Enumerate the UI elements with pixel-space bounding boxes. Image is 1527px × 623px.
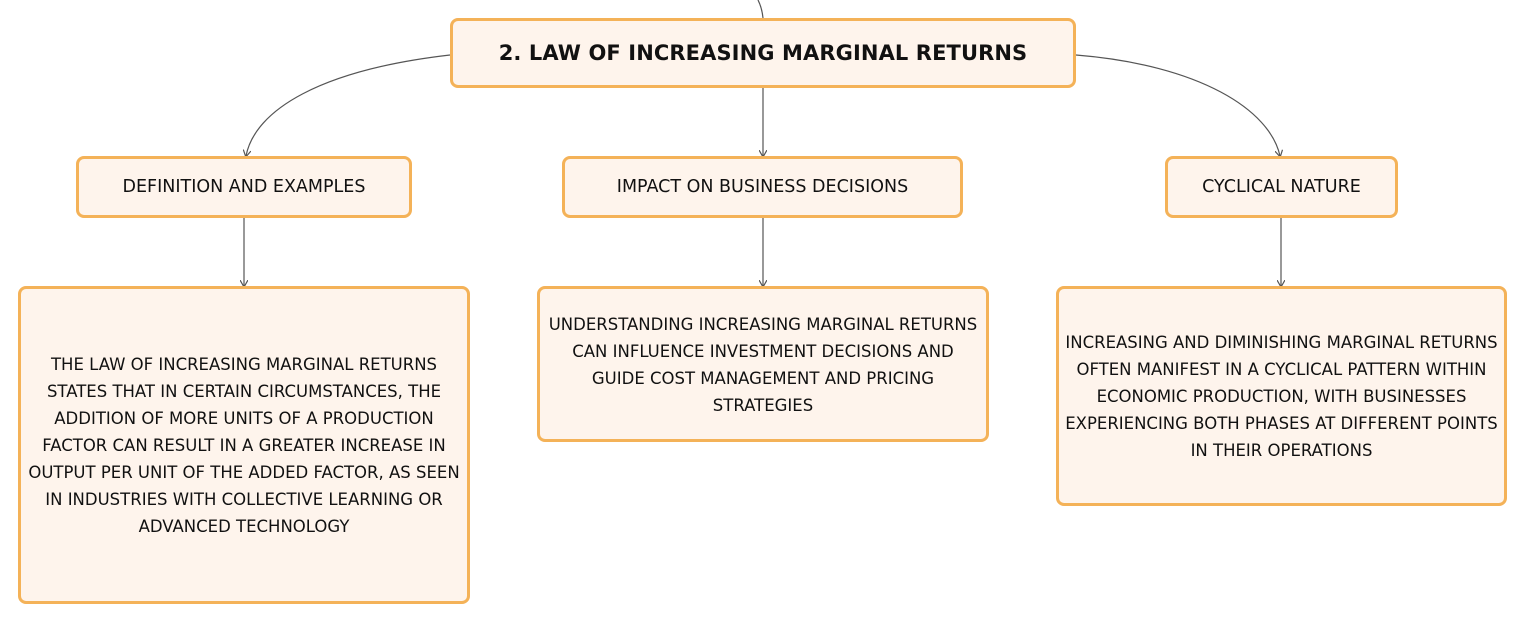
connector-root-to-definition	[246, 54, 451, 156]
branch-node-label: IMPACT ON BUSINESS DECISIONS	[616, 177, 909, 197]
branch-node-label: CYCLICAL NATURE	[1202, 177, 1361, 197]
parent-connector	[757, 0, 764, 19]
detail-node-text: INCREASING AND DIMINISHING MARGINAL RETU…	[1065, 332, 1498, 460]
branch-node-cyclical-nature[interactable]: CYCLICAL NATURE	[1165, 156, 1398, 218]
detail-node-definition[interactable]: THE LAW OF INCREASING MARGINAL RETURNS S…	[18, 286, 470, 604]
connector-root-to-cyclical	[1075, 54, 1280, 156]
detail-node-text: THE LAW OF INCREASING MARGINAL RETURNS S…	[28, 354, 460, 536]
root-node[interactable]: 2. LAW OF INCREASING MARGINAL RETURNS	[450, 18, 1076, 88]
branch-node-label: DEFINITION AND EXAMPLES	[122, 177, 366, 197]
branch-node-definition-and-examples[interactable]: DEFINITION AND EXAMPLES	[76, 156, 412, 218]
branch-node-impact-on-business-decisions[interactable]: IMPACT ON BUSINESS DECISIONS	[562, 156, 963, 218]
detail-node-impact[interactable]: UNDERSTANDING INCREASING MARGINAL RETURN…	[537, 286, 989, 442]
detail-node-cyclical[interactable]: INCREASING AND DIMINISHING MARGINAL RETU…	[1056, 286, 1507, 506]
detail-node-text: UNDERSTANDING INCREASING MARGINAL RETURN…	[548, 315, 978, 415]
root-node-label: 2. LAW OF INCREASING MARGINAL RETURNS	[498, 41, 1028, 65]
